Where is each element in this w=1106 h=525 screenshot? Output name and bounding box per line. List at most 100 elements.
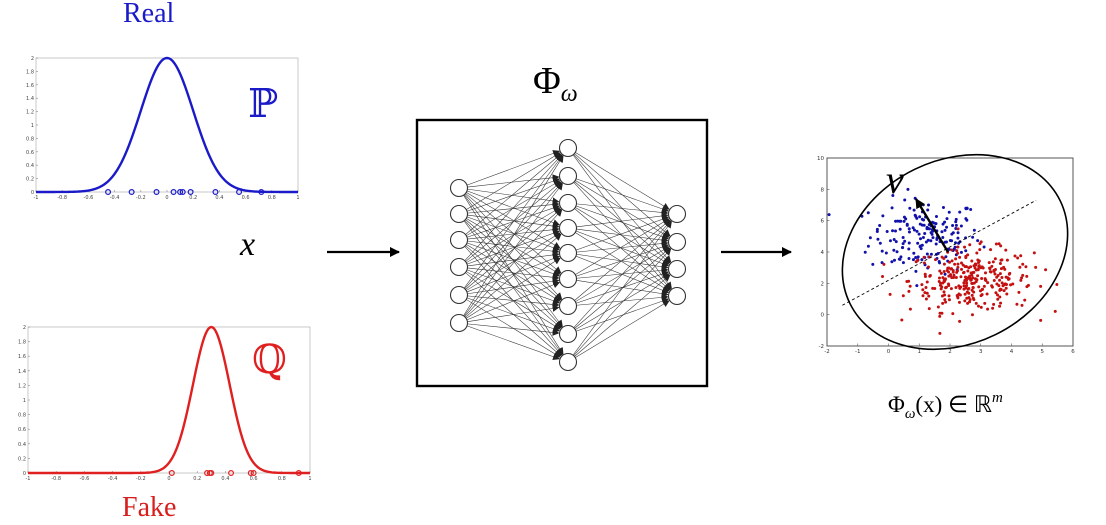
scatter-point: [896, 219, 900, 223]
scatter-point: [923, 274, 927, 278]
x-tick-label: -0.4: [108, 476, 118, 482]
network-edge: [467, 174, 560, 188]
scatter-point: [898, 227, 902, 231]
scatter-point: [941, 281, 945, 285]
scatter-point: [978, 248, 982, 252]
scatter-point: [980, 265, 984, 269]
network-edge: [575, 205, 669, 241]
scatter-point: [953, 245, 957, 249]
y-tick-label: 1.6: [18, 354, 26, 360]
network-edge: [463, 182, 563, 317]
scatter-point: [973, 266, 977, 270]
network-node: [667, 204, 687, 224]
scatter-point: [911, 258, 915, 262]
scatter-point: [994, 291, 998, 295]
scatter-point: [966, 269, 970, 273]
scatter-point: [875, 230, 879, 234]
real-title: Real: [123, 0, 175, 29]
scatter-point: [937, 260, 941, 264]
scatter-point: [999, 301, 1003, 305]
scatter-point: [951, 270, 955, 274]
y-tick-label: -2: [819, 344, 824, 350]
real-distribution-symbol: ℙ: [248, 81, 279, 127]
scatter-point: [947, 274, 951, 278]
scatter-point: [956, 227, 960, 231]
scatter-point: [955, 249, 959, 253]
scatter-point: [1004, 248, 1008, 252]
scatter-point: [912, 251, 916, 255]
scatter-point: [949, 287, 953, 291]
scatter-point: [939, 281, 943, 285]
x-tick-label: -0.8: [51, 476, 61, 482]
scatter-point: [990, 264, 994, 268]
network-edge: [575, 300, 670, 358]
sample-point: [208, 470, 215, 477]
scatter-point: [943, 240, 947, 244]
scatter-point: [938, 314, 942, 318]
scatter-point: [964, 217, 968, 221]
scatter-point: [956, 296, 960, 300]
network-node: [558, 138, 578, 158]
network-edge: [575, 215, 669, 251]
scatter-point: [999, 267, 1003, 271]
y-tick-label: 2: [31, 56, 34, 62]
x-tick-label: 0.2: [189, 195, 197, 201]
network-edge: [575, 178, 669, 213]
scatter-point: [988, 270, 992, 274]
scatter-point: [900, 318, 904, 322]
scatter-point: [907, 247, 911, 251]
scatter-point: [999, 258, 1003, 262]
network-edge: [463, 154, 563, 289]
network-node: [449, 204, 469, 224]
scatter-point: [931, 236, 935, 240]
network-edge: [466, 281, 561, 321]
scatter-point: [907, 230, 911, 234]
scatter-point: [905, 223, 909, 227]
scatter-point: [998, 278, 1002, 282]
x-tick-label: 0.6: [250, 476, 258, 482]
scatter-point: [947, 210, 951, 214]
x-tick-label: 0.2: [193, 476, 201, 482]
scatter-point: [974, 280, 978, 284]
network-node: [449, 257, 469, 277]
scatter-point: [901, 245, 905, 249]
scatter-point: [964, 206, 968, 210]
sample-point: [153, 189, 160, 196]
sample-point: [179, 189, 186, 196]
sample-point: [258, 189, 265, 196]
sample-point: [187, 189, 194, 196]
y-tick-label: 1.8: [18, 340, 26, 346]
scatter-point: [1002, 289, 1006, 293]
scatter-point: [940, 311, 944, 315]
y-tick-label: 1.4: [26, 96, 34, 102]
scatter-point: [1020, 303, 1024, 307]
scatter-point: [1021, 262, 1025, 266]
scatter-point: [979, 240, 983, 244]
scatter-point: [866, 244, 870, 248]
network-edge: [466, 229, 560, 265]
scatter-point: [902, 219, 906, 223]
scatter-point: [878, 241, 882, 245]
network-edge: [463, 155, 564, 316]
scatter-point: [895, 250, 899, 254]
scatter-point: [1024, 265, 1028, 269]
sample-point: [228, 470, 235, 477]
y-tick-label: 1.2: [26, 110, 34, 116]
network-edge: [466, 232, 561, 291]
network-edge: [466, 192, 561, 249]
scatter-point: [921, 235, 925, 239]
x-tick-label: -0.6: [80, 476, 90, 482]
scatter-point: [863, 250, 867, 254]
density-curve: [36, 56, 298, 194]
network-node: [667, 259, 687, 279]
scatter-point: [922, 223, 926, 227]
scatter-point: [964, 256, 968, 260]
scatter-point: [962, 270, 966, 274]
scatter-point: [888, 239, 892, 243]
scatter-point: [951, 312, 955, 316]
network-edge: [467, 304, 560, 322]
scatter-point: [957, 292, 961, 296]
network-edge: [467, 323, 560, 336]
scatter-point: [955, 269, 959, 273]
